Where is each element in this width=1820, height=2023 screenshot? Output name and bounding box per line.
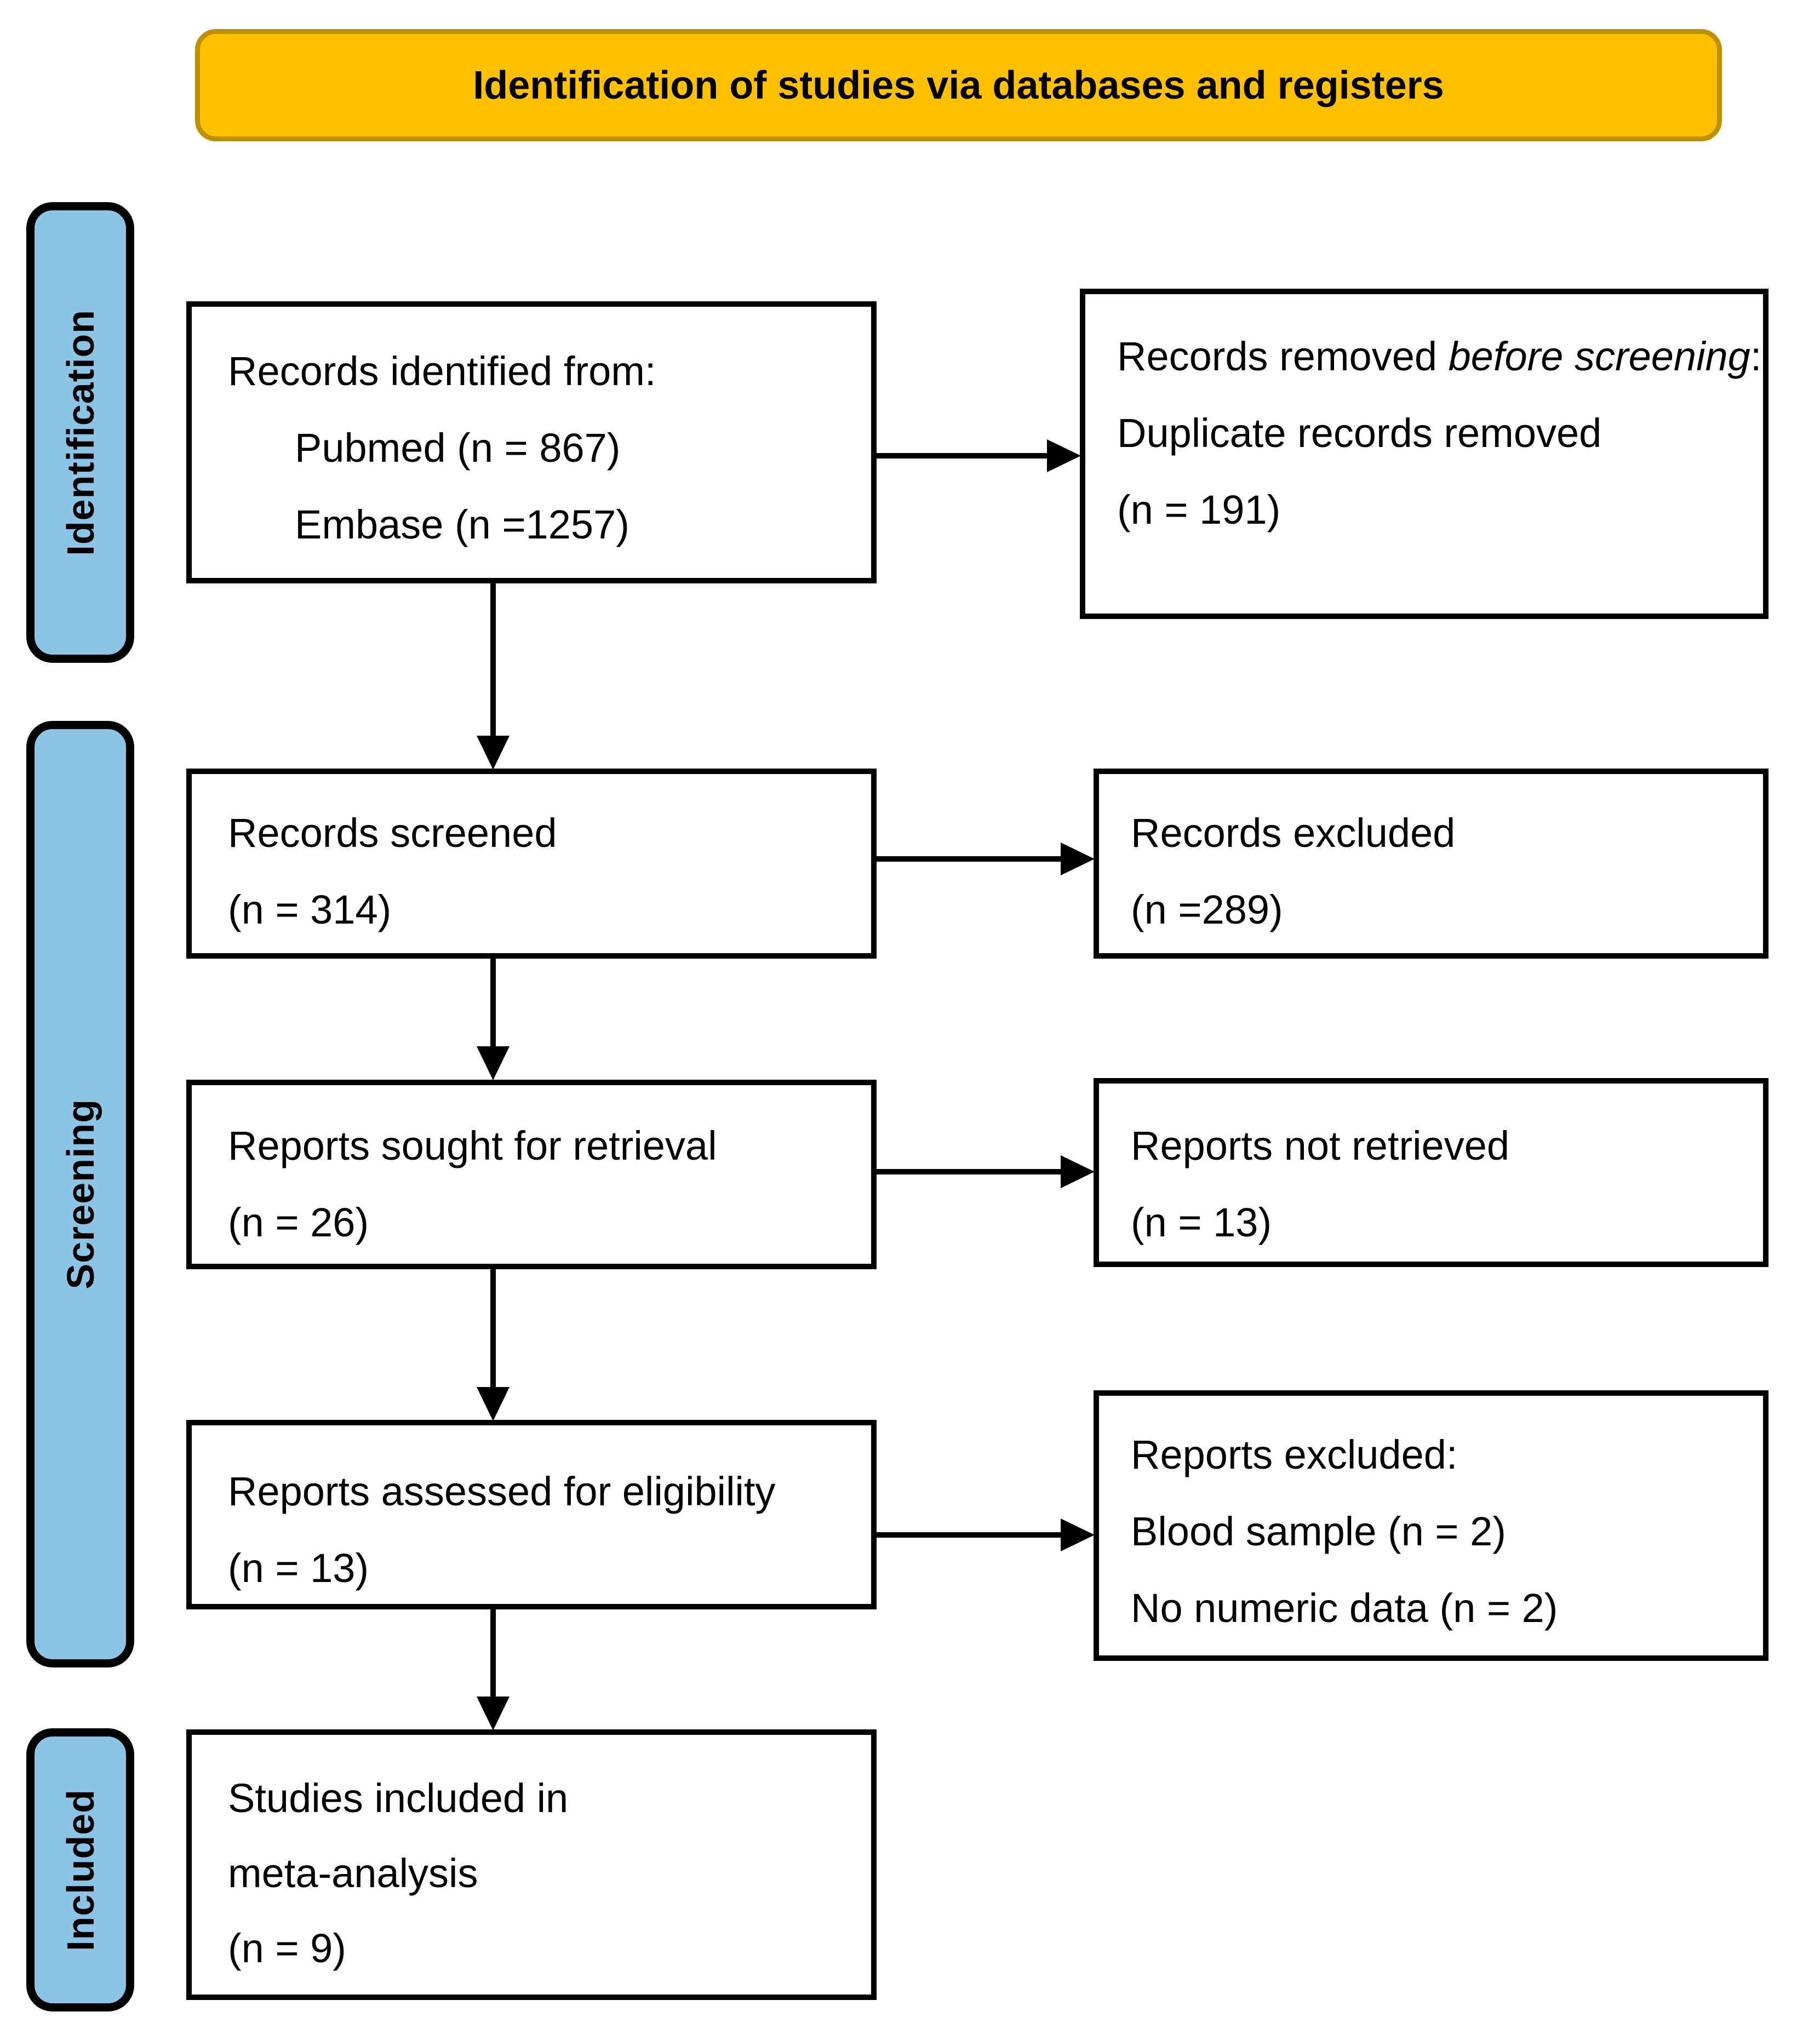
arrow-screened-to-excluded-head xyxy=(1061,843,1095,875)
reports-sought-box: Reports sought for retrieval (n = 26) xyxy=(186,1080,877,1269)
arrow-sought-to-assessed-head xyxy=(477,1387,510,1421)
records-removed-heading: Records removed before screening: xyxy=(1117,318,1761,395)
arrow-sought-to-assessed-line xyxy=(490,1269,496,1390)
arrow-identified-to-removed-line xyxy=(877,453,1049,459)
reports-excluded-reason-blood-sample: Blood sample (n = 2) xyxy=(1131,1509,1506,1554)
arrow-screened-to-sought-head xyxy=(477,1046,510,1080)
records-excluded-count: (n =289) xyxy=(1131,887,1283,932)
studies-included-count: (n = 9) xyxy=(228,1925,346,1971)
records-excluded-label: Records excluded xyxy=(1131,810,1456,856)
records-screened-label: Records screened xyxy=(228,810,557,856)
arrow-identified-to-removed-head xyxy=(1047,439,1081,472)
arrow-assessed-to-excluded-line xyxy=(877,1532,1063,1538)
records-removed-prefix: Records removed xyxy=(1117,334,1449,379)
arrow-sought-to-not-retrieved-head xyxy=(1061,1155,1095,1188)
stage-screening: Screening xyxy=(26,721,134,1667)
header-banner: Identification of studies via databases … xyxy=(195,29,1722,141)
arrow-sought-to-not-retrieved-line xyxy=(877,1169,1063,1174)
records-excluded-box: Records excluded (n =289) xyxy=(1094,769,1769,959)
studies-included-label-line1: Studies included in xyxy=(228,1775,569,1821)
diagram-title: Identification of studies via databases … xyxy=(473,63,1444,107)
reports-not-retrieved-count: (n = 13) xyxy=(1131,1200,1272,1245)
studies-included-label-line2: meta-analysis xyxy=(228,1850,478,1896)
records-removed-count: (n = 191) xyxy=(1117,487,1281,532)
reports-not-retrieved-label: Reports not retrieved xyxy=(1131,1123,1510,1168)
arrow-screened-to-sought-line xyxy=(490,959,496,1049)
records-removed-reason: Duplicate records removed xyxy=(1117,410,1602,456)
reports-assessed-count: (n = 13) xyxy=(228,1545,369,1591)
records-identified-heading: Records identified from: xyxy=(228,348,656,394)
stage-identification: Identification xyxy=(26,202,134,663)
arrow-identified-to-screened-head xyxy=(477,736,510,770)
records-removed-box: Records removed before screening: Duplic… xyxy=(1080,289,1769,619)
records-identified-box: Records identified from: Pubmed (n = 867… xyxy=(186,301,877,583)
reports-sought-label: Reports sought for retrieval xyxy=(228,1123,717,1168)
reports-sought-count: (n = 26) xyxy=(228,1200,369,1245)
records-screened-box: Records screened (n = 314) xyxy=(186,769,877,959)
studies-included-box: Studies included in meta-analysis (n = 9… xyxy=(186,1729,877,2000)
stage-screening-label: Screening xyxy=(59,1099,102,1290)
records-screened-count: (n = 314) xyxy=(228,887,392,932)
stage-included-label: Included xyxy=(59,1789,102,1951)
reports-assessed-box: Reports assessed for eligibility (n = 13… xyxy=(186,1420,877,1609)
reports-assessed-label: Reports assessed for eligibility xyxy=(228,1469,776,1514)
arrow-assessed-to-included-head xyxy=(477,1697,510,1730)
records-identified-source-embase: Embase (n =1257) xyxy=(295,502,629,547)
arrow-identified-to-screened-line xyxy=(490,583,496,740)
reports-excluded-box: Reports excluded: Blood sample (n = 2) N… xyxy=(1094,1390,1769,1661)
reports-excluded-heading: Reports excluded: xyxy=(1131,1432,1458,1477)
reports-excluded-reason-no-numeric-data: No numeric data (n = 2) xyxy=(1131,1585,1558,1631)
reports-not-retrieved-box: Reports not retrieved (n = 13) xyxy=(1094,1078,1769,1267)
stage-included: Included xyxy=(26,1728,134,2011)
records-removed-suffix: : xyxy=(1750,334,1762,379)
arrow-screened-to-excluded-line xyxy=(877,856,1063,862)
records-identified-source-pubmed: Pubmed (n = 867) xyxy=(295,425,621,471)
arrow-assessed-to-included-line xyxy=(490,1609,496,1698)
stage-identification-label: Identification xyxy=(59,309,102,556)
records-removed-italic: before screening xyxy=(1448,334,1750,379)
arrow-assessed-to-excluded-head xyxy=(1061,1518,1095,1551)
